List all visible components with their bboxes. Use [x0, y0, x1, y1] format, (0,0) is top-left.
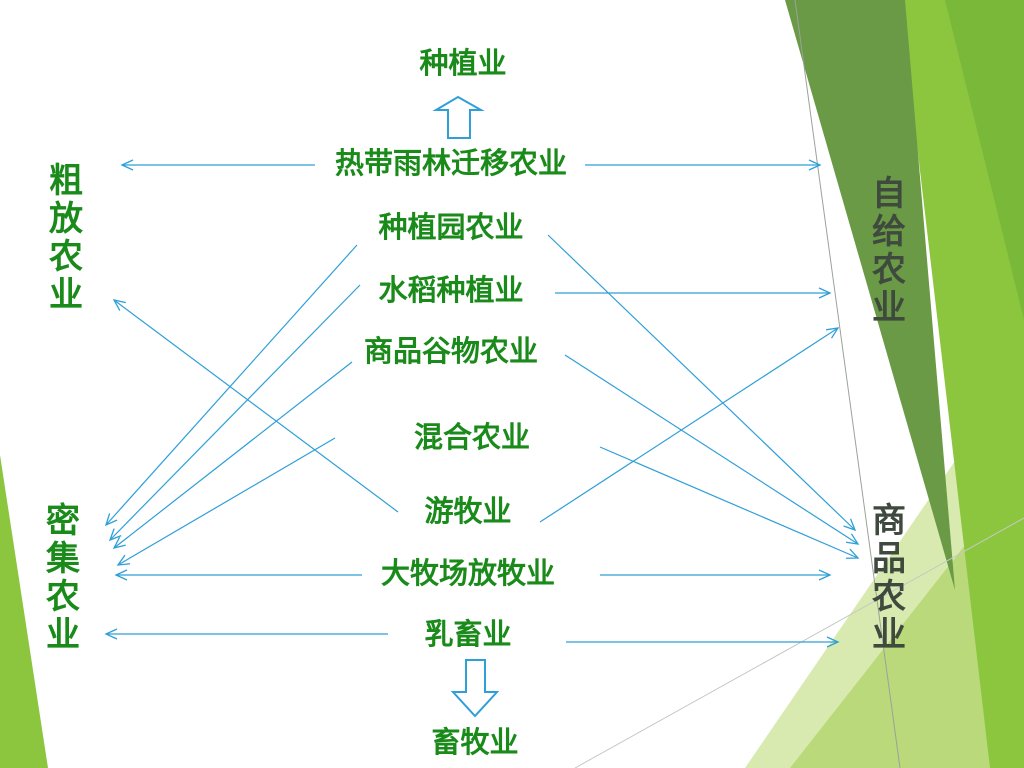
arrow-nomad-to-subsistence	[539, 327, 840, 523]
label-rice-farming: 水稻种植业	[378, 273, 524, 307]
label-plantation-agriculture: 种植园农业	[378, 210, 524, 244]
right-dark-band	[785, 0, 955, 590]
label-subsistence-agriculture: 自 给 农 业	[872, 174, 906, 328]
label-commercial-agriculture: 商 品 农 业	[872, 501, 906, 655]
label-rainforest-shifting-agriculture: 热带雨林迁移农业	[334, 146, 568, 180]
arrow-plantation-to-intensive	[104, 244, 358, 527]
decor-line-2	[574, 517, 1024, 768]
decor-line	[794, 0, 901, 768]
label-livestock-farming: 畜牧业	[431, 725, 519, 759]
arrow-grain-to-intensive	[112, 361, 353, 549]
label-nomadic-herding: 游牧业	[424, 494, 512, 528]
label-commercial-grain-farming: 商品谷物农业	[363, 334, 539, 368]
arrow-nomad-to-extensive	[112, 299, 399, 513]
label-intensive-agriculture: 密 集 农 业	[46, 501, 80, 655]
arrow-plantation-to-commercial	[547, 234, 857, 532]
label-extensive-agriculture: 粗 放 农 业	[49, 161, 83, 315]
up-block-arrow	[432, 95, 485, 139]
label-mixed-farming: 混合农业	[413, 420, 531, 454]
label-crop-farming: 种植业	[419, 46, 507, 80]
right-top-band	[945, 0, 1024, 320]
arrow-mixed-to-commercial	[599, 446, 860, 559]
label-dairy-farming: 乳畜业	[424, 617, 512, 651]
down-block-arrow	[450, 659, 500, 718]
arrow-mixed-to-intensive	[116, 437, 336, 566]
left-lime-triangle	[0, 455, 48, 768]
arrow-rice-to-intensive	[108, 284, 361, 542]
label-ranching: 大牧场放牧业	[380, 556, 556, 590]
arrow-grain-to-commercial	[564, 354, 860, 545]
